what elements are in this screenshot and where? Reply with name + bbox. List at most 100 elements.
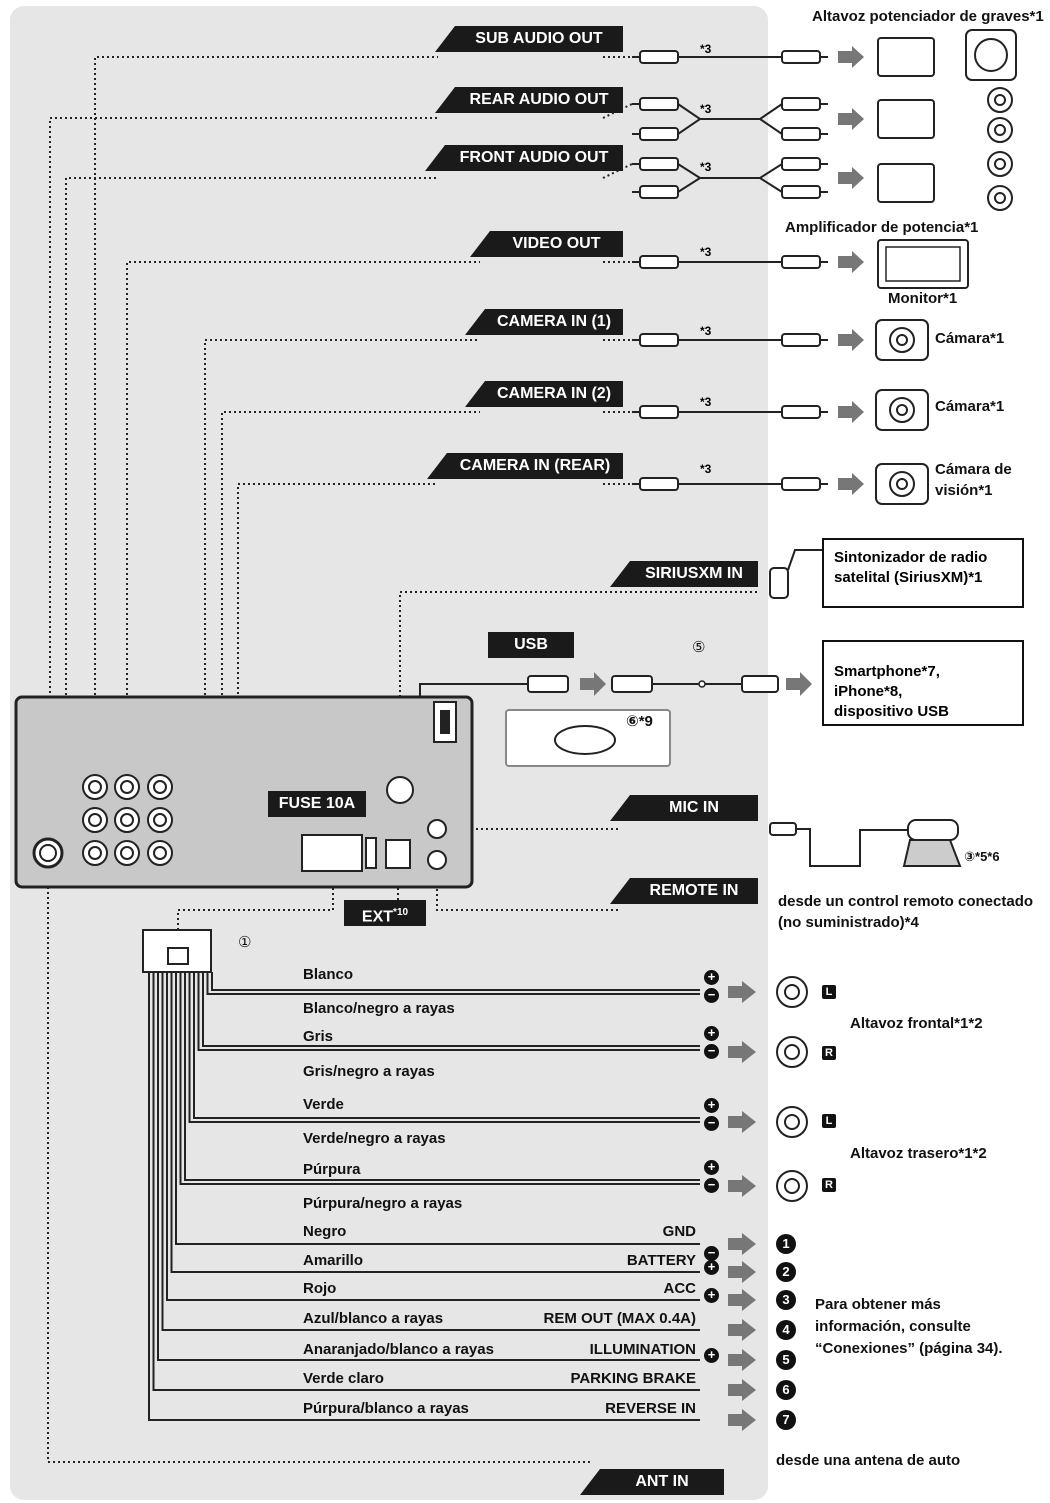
- video-dotted: [126, 261, 480, 775]
- rca-jack-core-6: [88, 846, 102, 860]
- amp-speaker-3: [987, 185, 1013, 211]
- harness-wire-12: [157, 972, 700, 1361]
- rca-plug-l2-rear: [639, 127, 679, 141]
- usb-cable-marker: [698, 680, 706, 688]
- harness-wire-9: [170, 972, 700, 1273]
- rear-left-marker: L: [822, 1114, 836, 1128]
- harness-wire-2: [202, 972, 700, 1047]
- amp-speaker-core-0: [994, 94, 1006, 106]
- mic-in-jack: [427, 819, 447, 839]
- wire-arrow-14: [728, 1409, 756, 1431]
- usb-arrow-2: [786, 672, 812, 696]
- positive-terminal-icon: +: [704, 970, 719, 985]
- wire-color-label: Anaranjado/blanco a rayas: [303, 1341, 494, 1358]
- arrow-sub: [838, 46, 864, 68]
- rca-plug-right-sub: [781, 50, 821, 64]
- siriusxm-in-label: SIRIUSXM IN: [610, 561, 758, 587]
- camera-in-rear-dotted: [172, 483, 438, 854]
- sub-audio-dotted: [94, 56, 438, 775]
- front-speaker-text: Altavoz frontal*1*2: [850, 1015, 983, 1032]
- speaker-arrow-front-left: [728, 981, 756, 1003]
- wire-color-label: Púrpura/blanco a rayas: [303, 1400, 469, 1417]
- wire-number-badge: 7: [776, 1410, 796, 1430]
- rca-plug-r1-rear: [781, 97, 821, 111]
- harness-latch: [167, 947, 189, 965]
- harness-wire-13: [152, 972, 700, 1391]
- negative-terminal-icon: −: [704, 1246, 719, 1261]
- rca-cable-a-rear: [677, 103, 783, 120]
- rca-plug-left-cam1: [639, 333, 679, 347]
- wire-arrow-10: [728, 1289, 756, 1311]
- wire-color-label: Púrpura: [303, 1161, 361, 1178]
- harness-ref: ①: [238, 934, 252, 951]
- positive-terminal-icon: +: [704, 1026, 719, 1041]
- rca-plug-right-camrear: [781, 477, 821, 491]
- rca-plug-l1-rear: [639, 97, 679, 111]
- cable-note-sub: *3: [700, 42, 712, 56]
- speaker-arrow-front-right: [728, 1041, 756, 1063]
- harness-wire-8: [175, 972, 700, 1245]
- camera-2-lens-core: [896, 404, 908, 416]
- camera-in-rear-label: CAMERA IN (REAR): [427, 453, 623, 479]
- usb-label: USB: [488, 632, 574, 658]
- camera-1-lens-core: [896, 334, 908, 346]
- wire-color-label: Gris: [303, 1028, 334, 1045]
- microphone: [907, 819, 959, 841]
- sirius-tuner-box: Sintonizador de radio satelital (SiriusX…: [822, 538, 1024, 608]
- microphone-clip: [902, 839, 962, 867]
- harness-wire-6: [184, 972, 700, 1181]
- rca-jack-7: [114, 840, 140, 866]
- usb-ref-5: ⑤: [692, 639, 706, 656]
- usb-arrow-1: [580, 672, 606, 696]
- phone-line-1: Smartphone*7, iPhone*8,: [834, 663, 940, 700]
- rca-jack-5: [147, 807, 173, 833]
- negative-terminal-icon: −: [704, 988, 719, 1003]
- cable-lines: [148, 56, 920, 1421]
- power-connector-socket: [301, 834, 363, 872]
- front-dotted-2: [602, 163, 633, 179]
- wire-color-label: Púrpura/negro a rayas: [303, 1195, 463, 1212]
- front-left-speaker-cone: [784, 984, 800, 1000]
- wire-color-label: Gris/negro a rayas: [303, 1063, 435, 1080]
- front-left-marker: L: [822, 985, 836, 999]
- rear-camera-text-2: visión*1: [935, 482, 993, 499]
- rear-right-speaker: [776, 1170, 808, 1202]
- wire-color-label: Negro: [303, 1223, 347, 1240]
- rca-plug-r2-rear: [781, 127, 821, 141]
- wire-function-label: ILLUMINATION: [589, 1341, 696, 1358]
- arrow-front: [838, 167, 864, 189]
- rca-jack-core-5: [153, 813, 167, 827]
- harness-wire-3: [197, 972, 700, 1051]
- sirius-plug: [769, 567, 789, 599]
- amp-speaker-1: [987, 117, 1013, 143]
- remote-in-jack: [427, 850, 447, 870]
- rca-cable-a-front: [677, 163, 783, 179]
- wire-color-label: Azul/blanco a rayas: [303, 1310, 444, 1327]
- remote-in-label: REMOTE IN: [610, 878, 758, 904]
- rca-jack-3: [82, 807, 108, 833]
- rear-speaker-text: Altavoz trasero*1*2: [850, 1145, 987, 1162]
- more-info-3: “Conexiones” (página 34).: [815, 1340, 1003, 1357]
- usb-port-inner: [440, 710, 450, 734]
- harness-wire-0: [211, 972, 700, 991]
- mic-plug: [769, 822, 797, 836]
- sirius-line-2: satelital (SiriusXM)*1: [834, 569, 983, 586]
- camera-in-1-label: CAMERA IN (1): [465, 309, 623, 335]
- rca-plug-l1-front: [639, 157, 679, 171]
- camera-1-device: [875, 319, 929, 361]
- camera-1-text: Cámara*1: [935, 330, 1005, 347]
- rca-plug-left-cam2: [639, 405, 679, 419]
- subwoofer-text: Altavoz potenciador de graves*1: [812, 8, 1044, 25]
- rca-jack-core-8: [153, 846, 167, 860]
- amp-speaker-core-3: [994, 192, 1006, 204]
- fuse: [365, 837, 377, 869]
- ext-label-text: EXT: [361, 908, 394, 926]
- front-amp: [877, 163, 935, 203]
- wire-arrow-9: [728, 1261, 756, 1283]
- ant-in-label: ANT IN: [580, 1469, 724, 1495]
- mic-ref: ③*5*6: [964, 849, 1000, 864]
- phone-line-2: dispositivo USB: [834, 703, 950, 720]
- wire-color-label: Amarillo: [303, 1252, 364, 1269]
- rear-amp: [877, 99, 935, 139]
